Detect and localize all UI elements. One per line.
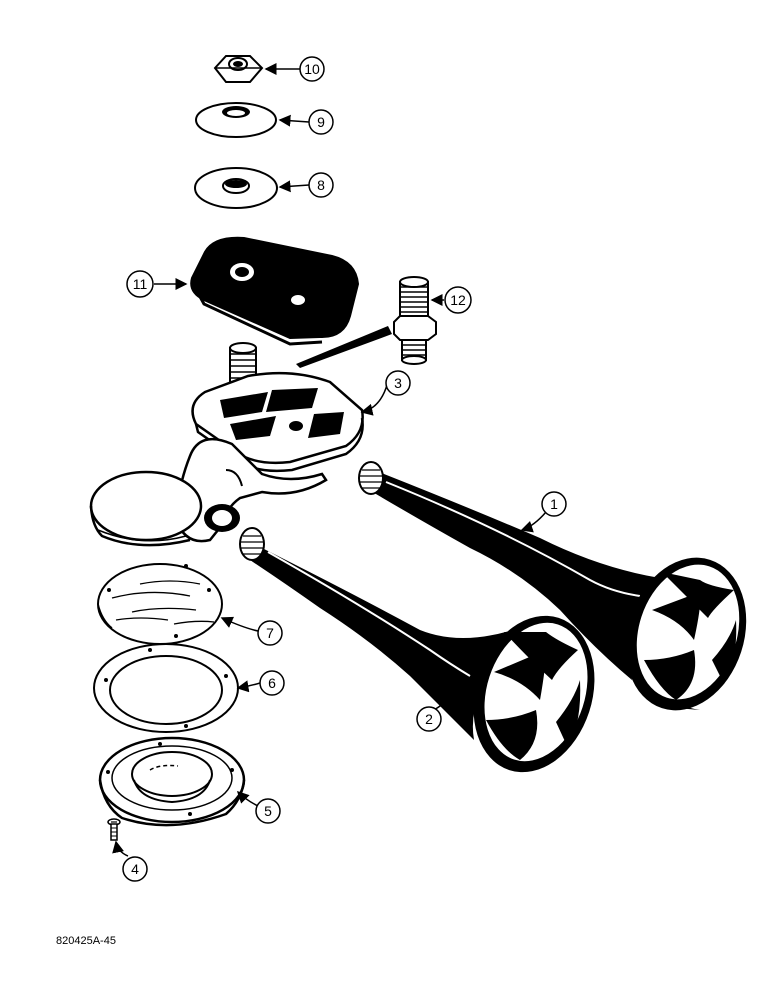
gasket-plate <box>190 236 360 346</box>
cover-cup <box>98 736 246 827</box>
callout-label: 11 <box>133 276 148 292</box>
callout-2: 2 <box>416 706 442 732</box>
callout-5: 5 <box>255 798 281 824</box>
callout-label: 12 <box>450 292 466 308</box>
callout-11: 11 <box>126 270 154 298</box>
screw <box>107 818 121 841</box>
gasket-ring <box>93 643 239 733</box>
horn-trumpet-long <box>358 461 747 711</box>
figure-id: 820425A-45 <box>56 935 116 947</box>
flat-washer <box>194 167 278 209</box>
horn-trumpet-short <box>239 527 595 773</box>
callout-4: 4 <box>122 856 148 882</box>
callout-12: 12 <box>444 286 472 314</box>
callout-10: 10 <box>299 56 325 82</box>
callout-label: 1 <box>550 496 558 512</box>
threaded-fitting <box>296 276 437 368</box>
callout-label: 5 <box>264 803 272 819</box>
callout-1: 1 <box>541 491 567 517</box>
callout-label: 10 <box>304 61 320 77</box>
diaphragm <box>97 563 223 645</box>
callout-label: 4 <box>131 861 139 877</box>
callout-7: 7 <box>257 620 283 646</box>
hex-nut <box>213 55 264 83</box>
callout-6: 6 <box>259 670 285 696</box>
leader-lines <box>112 63 547 857</box>
callout-label: 8 <box>317 177 325 193</box>
callout-label: 2 <box>425 711 433 727</box>
callout-label: 7 <box>266 625 274 641</box>
callout-8: 8 <box>308 172 334 198</box>
callout-label: 6 <box>268 675 276 691</box>
callout-9: 9 <box>308 109 334 135</box>
horn-manifold <box>89 342 364 547</box>
cupped-washer <box>195 102 277 138</box>
callout-3: 3 <box>385 370 411 396</box>
callout-label: 9 <box>317 114 325 130</box>
callout-label: 3 <box>394 375 402 391</box>
